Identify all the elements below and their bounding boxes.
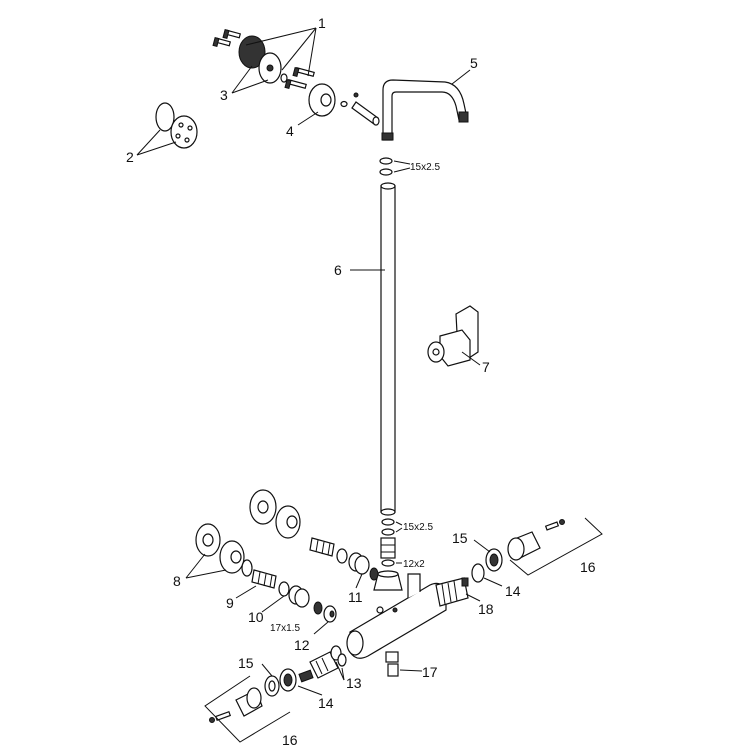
ring-right-15 (485, 548, 503, 572)
spindle-left (298, 669, 314, 683)
thermostat-body (346, 573, 447, 659)
cover-cap (170, 115, 198, 149)
screw-top-left (212, 37, 232, 47)
washer-lower-1 (278, 581, 290, 597)
oring-bottom-1 (381, 518, 395, 526)
label-13: 13 (346, 675, 362, 691)
dim-oring-top: 15x2.5 (410, 162, 440, 173)
nut-upper (348, 552, 370, 575)
dim-oring-side: 17x1.5 (270, 623, 300, 634)
callout-labels: 1 2 3 4 5 6 7 8 9 10 11 12 13 14 14 15 1… (126, 15, 596, 748)
wall-rosette (308, 83, 336, 117)
set-screw (353, 92, 359, 98)
screw-mid-1 (292, 67, 315, 77)
cover-rosette-group (155, 102, 198, 149)
label-14b: 14 (318, 695, 334, 711)
screw-top-left-2 (222, 29, 242, 39)
mounting-plate (258, 52, 282, 84)
label-4: 4 (286, 123, 294, 139)
union-nut (373, 570, 403, 591)
handle-right (507, 531, 541, 561)
eccentric-rosette-upper (249, 489, 301, 539)
washer-upper-1 (336, 548, 348, 564)
label-15b: 15 (238, 655, 254, 671)
label-17: 17 (422, 664, 438, 680)
washer-upper-2 (369, 567, 379, 581)
washer-lower-2 (313, 601, 323, 615)
label-3: 3 (220, 87, 228, 103)
small-pin (340, 100, 348, 108)
snap-ring (155, 102, 175, 132)
dim-oring-bottom: 15x2.5 (403, 522, 433, 533)
label-14a: 14 (505, 583, 521, 599)
label-18: 18 (478, 601, 494, 617)
ring-right-14 (471, 563, 485, 583)
handle-left (235, 687, 263, 717)
arm-connector (351, 101, 380, 126)
oring-bottom-2 (381, 528, 395, 536)
eccentric-fitting-upper (309, 537, 335, 557)
label-2: 2 (126, 149, 134, 165)
label-9: 9 (226, 595, 234, 611)
ring-left-14 (279, 668, 297, 692)
label-7: 7 (482, 359, 490, 375)
handle-screw-right (544, 519, 565, 531)
oring-top-2 (379, 168, 393, 176)
eccentric-fitting-lower (251, 569, 277, 589)
thermostat-cartridge (435, 577, 469, 607)
wall-plate-dark (238, 35, 266, 69)
screw-mid-2 (284, 79, 307, 89)
dim-oring-small: 12x2 (403, 559, 425, 570)
pipe-adapter (380, 537, 396, 559)
riser-pipe (380, 182, 396, 516)
wall-bracket-group (212, 29, 380, 126)
nut-lower (288, 585, 310, 608)
hand-shower-holder (427, 305, 479, 367)
label-10: 10 (248, 609, 264, 625)
bracket-16-right (509, 517, 603, 576)
plug-17 (385, 651, 399, 677)
eccentric-rosette-lower (195, 523, 253, 577)
label-16b: 16 (282, 732, 298, 748)
label-12: 12 (294, 637, 310, 653)
label-6: 6 (334, 262, 342, 278)
label-11: 11 (348, 589, 363, 605)
label-16a: 16 (580, 559, 596, 575)
small-washer (280, 73, 288, 83)
check-valve (323, 605, 337, 623)
dimension-labels: 15x2.5 15x2.5 12x2 17x1.5 (270, 162, 440, 634)
oring-small (381, 559, 395, 567)
cartridge-left (309, 645, 347, 679)
shower-arm (381, 79, 469, 141)
ring-left-15 (264, 675, 280, 697)
bracket-16-left (204, 675, 291, 743)
leader-lines (136, 27, 503, 696)
label-8: 8 (173, 573, 181, 589)
label-15a: 15 (452, 530, 468, 546)
label-1: 1 (318, 15, 326, 31)
oring-top-1 (379, 157, 393, 165)
label-5: 5 (470, 55, 478, 71)
